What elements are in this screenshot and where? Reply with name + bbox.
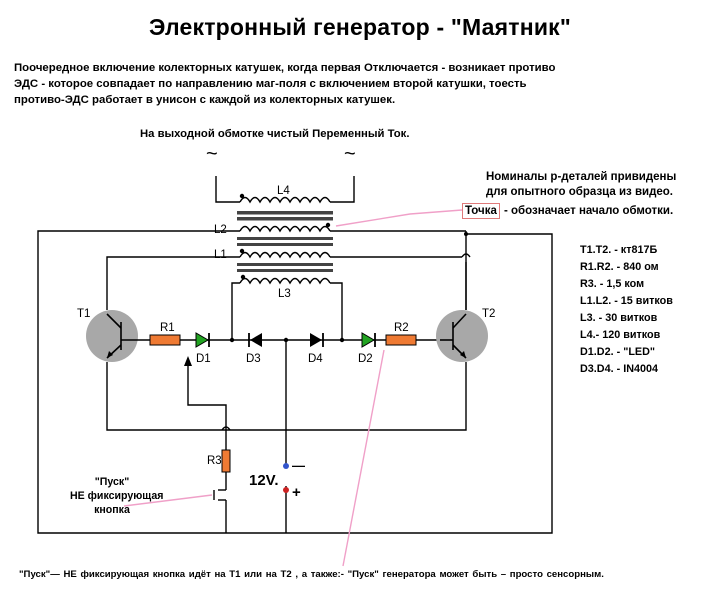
button-note-line-2: НЕ фиксирующая bbox=[70, 490, 164, 502]
intro-line-3: противо-ЭДС работает в унисон с каждой и… bbox=[14, 94, 396, 106]
resistor-r1 bbox=[149, 334, 181, 346]
diode-d3 bbox=[248, 333, 262, 347]
dot-note-word: Точка bbox=[462, 203, 500, 219]
button-note-line-3: кнопка bbox=[94, 504, 130, 516]
label-d3: D3 bbox=[246, 353, 261, 365]
label-l4: L4 bbox=[277, 185, 290, 197]
dot-note-text: - обозначает начало обмотки. bbox=[504, 205, 674, 217]
spec-line: T1.T2. - кт817Б bbox=[580, 244, 658, 256]
resistor-r3 bbox=[221, 449, 231, 473]
transistor-t2 bbox=[436, 310, 488, 362]
label-d1: D1 bbox=[196, 353, 211, 365]
resistor-r2 bbox=[385, 334, 417, 346]
label-r2: R2 bbox=[394, 322, 409, 334]
label-d2: D2 bbox=[358, 353, 373, 365]
spec-line: L1.L2. - 15 витков bbox=[580, 295, 673, 307]
label-l3: L3 bbox=[278, 288, 291, 300]
nominal-note-line-1: Номиналы р-деталей привидены bbox=[486, 171, 677, 183]
diode-d1 bbox=[195, 332, 210, 348]
button-note-line-1: "Пуск" bbox=[94, 476, 130, 488]
label-t1: T1 bbox=[77, 308, 90, 320]
spec-line: D1.D2. - "LED" bbox=[580, 346, 656, 358]
intro-line-1: Поочередное включение колекторных катуше… bbox=[14, 62, 556, 74]
ac-left-label: ~ bbox=[206, 143, 218, 165]
page-title: Электронный генератор - "Маятник" bbox=[149, 14, 571, 40]
spec-line: R3. - 1,5 ком bbox=[580, 278, 645, 290]
minus-terminal: — bbox=[292, 458, 305, 473]
intro-line-2: ЭДС - которое совпадает по направлению м… bbox=[14, 78, 527, 90]
supply-voltage-label: 12V. bbox=[249, 472, 279, 489]
transistor-t1 bbox=[86, 310, 140, 362]
spec-line: L4.- 120 витков bbox=[580, 329, 661, 341]
output-note: На выходной обмотке чистый Переменный То… bbox=[140, 128, 410, 140]
diode-d4 bbox=[310, 333, 324, 347]
footer-note: "Пуск"— НЕ фиксирующая кнопка идёт на T1… bbox=[19, 569, 604, 580]
label-d4: D4 bbox=[308, 353, 323, 365]
diode-d2 bbox=[361, 332, 376, 348]
spec-line: L3. - 30 витков bbox=[580, 312, 658, 324]
label-r1: R1 bbox=[160, 322, 175, 334]
spec-line: D3.D4. - IN4004 bbox=[580, 363, 659, 375]
plus-terminal: + bbox=[292, 484, 301, 501]
label-l2: L2 bbox=[214, 224, 227, 236]
label-r3: R3 bbox=[207, 455, 222, 467]
label-l1: L1 bbox=[214, 249, 227, 261]
ac-right-label: ~ bbox=[344, 143, 356, 165]
spec-line: R1.R2. - 840 ом bbox=[580, 261, 659, 273]
label-t2: T2 bbox=[482, 308, 495, 320]
nominal-note-line-2: для опытного образца из видео. bbox=[486, 186, 674, 198]
